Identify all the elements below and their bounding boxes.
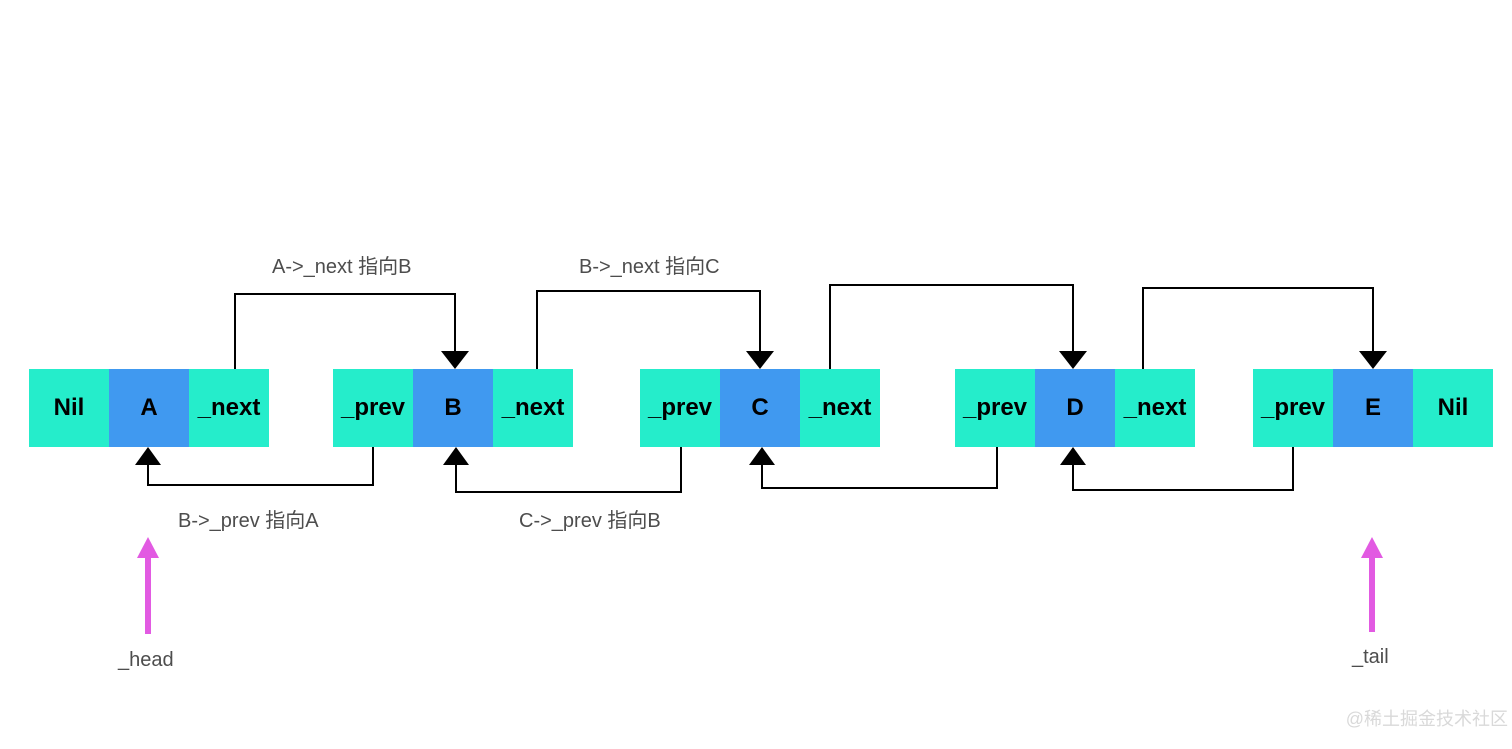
prev-arrow-d-c-arrowhead-icon	[749, 447, 775, 465]
node-b-cell-data: B	[413, 369, 493, 447]
node-c-cell-data: C	[720, 369, 800, 447]
annotation-prev-b-a: B->_prev 指向A	[178, 510, 319, 532]
annotation-next-a-b: A->_next 指向B	[272, 256, 412, 278]
node-c-cell-prev: _prev	[640, 369, 720, 447]
next-arrow-d-e-line	[1142, 287, 1374, 369]
next-arrow-b-c-line	[536, 290, 761, 369]
tail-pointer-arrowhead-icon	[1361, 537, 1383, 558]
next-arrow-a-b-line	[234, 293, 456, 369]
next-arrow-d-e-arrowhead-icon	[1359, 351, 1387, 369]
next-arrow-c-d-line	[829, 284, 1074, 369]
prev-arrow-c-b-arrowhead-icon	[443, 447, 469, 465]
node-a-cell-next: _next	[189, 369, 269, 447]
node-e-cell-prev: _prev	[1253, 369, 1333, 447]
node-e-cell-data: E	[1333, 369, 1413, 447]
prev-arrow-b-a-line	[147, 447, 374, 486]
tail-label: _tail	[1352, 646, 1389, 668]
node-b: _prev B _next	[333, 369, 573, 447]
node-a-cell-data: A	[109, 369, 189, 447]
head-label: _head	[118, 649, 174, 671]
node-e-cell-nil: Nil	[1413, 369, 1493, 447]
watermark: @稀土掘金技术社区	[1345, 709, 1508, 729]
node-c-cell-next: _next	[800, 369, 880, 447]
node-b-cell-next: _next	[493, 369, 573, 447]
node-c: _prev C _next	[640, 369, 880, 447]
next-arrow-c-d-arrowhead-icon	[1059, 351, 1087, 369]
node-a: Nil A _next	[29, 369, 269, 447]
node-d: _prev D _next	[955, 369, 1195, 447]
next-arrow-b-c-arrowhead-icon	[746, 351, 774, 369]
node-d-cell-next: _next	[1115, 369, 1195, 447]
node-a-cell-nil: Nil	[29, 369, 109, 447]
prev-arrow-d-c-line	[761, 447, 998, 489]
prev-arrow-b-a-arrowhead-icon	[135, 447, 161, 465]
prev-arrow-e-d-arrowhead-icon	[1060, 447, 1086, 465]
annotation-next-b-c: B->_next 指向C	[579, 256, 720, 278]
node-e: _prev E Nil	[1253, 369, 1493, 447]
node-b-cell-prev: _prev	[333, 369, 413, 447]
node-d-cell-prev: _prev	[955, 369, 1035, 447]
prev-arrow-c-b-line	[455, 447, 682, 493]
node-d-cell-data: D	[1035, 369, 1115, 447]
head-pointer-arrowhead-icon	[137, 537, 159, 558]
next-arrow-a-b-arrowhead-icon	[441, 351, 469, 369]
prev-arrow-e-d-line	[1072, 447, 1294, 491]
annotation-prev-c-b: C->_prev 指向B	[519, 510, 661, 532]
